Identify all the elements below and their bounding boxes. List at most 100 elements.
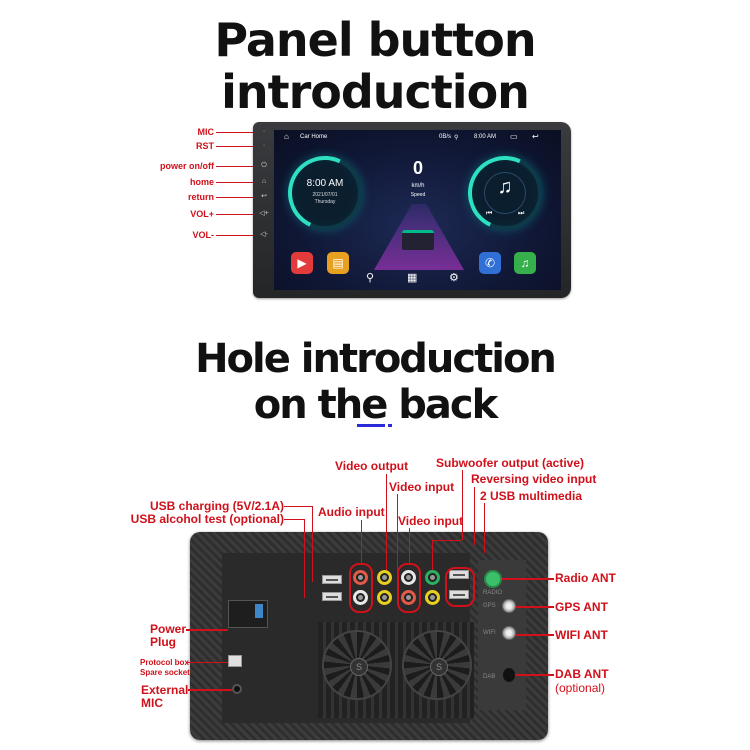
return-icon[interactable]: ↩ xyxy=(261,193,267,200)
label-usb-multimedia: 2 USB multimedia xyxy=(480,489,583,503)
label-gps-ant: GPS ANT xyxy=(555,600,608,614)
power-icon[interactable]: ⏻ xyxy=(261,162,267,169)
gps-antenna-jack[interactable] xyxy=(502,599,516,613)
usb-alcohol-port[interactable] xyxy=(322,592,342,601)
home-icon[interactable]: ⌂ xyxy=(261,178,267,185)
radio-app-icon[interactable]: ▤ xyxy=(327,252,349,274)
label-video-output: Video output xyxy=(335,459,409,473)
net-speed: 0B/s xyxy=(439,134,452,140)
back-icon[interactable]: ↩ xyxy=(532,132,539,141)
clock-gauge[interactable]: 8:00 AM 2021/07/01 Thursday xyxy=(288,156,362,230)
video-input-highlight xyxy=(397,563,421,613)
dab-antenna-hole[interactable] xyxy=(503,668,515,682)
label-mic: MIC xyxy=(197,127,215,137)
label-reversing: Reversing video input xyxy=(471,472,597,486)
clock-time: 8:00 AM xyxy=(306,178,344,189)
heading-underline xyxy=(357,424,385,427)
audio-input-left-jack[interactable] xyxy=(353,590,368,605)
leader-line-vol-up xyxy=(216,214,258,215)
leader-usb-alcohol-v xyxy=(304,519,305,598)
leader-usb-multimedia xyxy=(484,503,485,553)
audio-input-right-jack[interactable] xyxy=(353,570,368,585)
wifi-antenna-jack[interactable] xyxy=(502,626,516,640)
speed-value: 0 xyxy=(412,158,423,178)
label-ext-mic-2: MIC xyxy=(141,696,163,710)
cooling-fan-left: S xyxy=(322,630,392,700)
leader-radio-ant xyxy=(502,578,554,580)
next-track-icon[interactable]: ⏭ xyxy=(518,210,525,217)
label-protocol-2: Spare socket xyxy=(140,668,190,677)
usb-charging-port[interactable] xyxy=(322,575,342,584)
external-mic-jack[interactable] xyxy=(232,684,242,694)
fan-hub-left: S xyxy=(350,658,368,676)
leader-subwoofer-h xyxy=(432,540,462,541)
mic-hole: · xyxy=(262,128,266,135)
phone-app-icon[interactable]: ✆ xyxy=(479,252,501,274)
radio-antenna-jack[interactable] xyxy=(484,570,502,588)
heading-underline-dot xyxy=(388,424,392,427)
leader-power-plug xyxy=(186,629,228,631)
navigation-icon[interactable]: ⚲ xyxy=(366,272,375,284)
location-icon: ⚲ xyxy=(454,135,459,141)
music-gauge[interactable]: ♫ ⏮ ⏭ xyxy=(468,156,542,230)
reset-button[interactable]: · xyxy=(262,142,266,149)
label-home: home xyxy=(189,177,214,187)
video-app-icon[interactable]: ▶ xyxy=(291,252,313,274)
label-protocol-1: Protocol box xyxy=(140,658,189,667)
label-video-input-2: Video input xyxy=(398,514,464,528)
leader-audio-input xyxy=(361,520,362,563)
leader-protocol xyxy=(186,662,228,663)
label-subwoofer: Subwoofer output (active) xyxy=(436,456,584,470)
silk-radio: RADIO xyxy=(483,590,503,596)
video-input-jack-1[interactable] xyxy=(377,590,392,605)
status-bar: ⌂ Car Home 0B/s ⚲ 8:00 AM ▭ ↩ xyxy=(274,130,561,146)
settings-icon[interactable]: ⚙ xyxy=(449,272,459,284)
usb-multimedia-port-2[interactable] xyxy=(449,590,469,599)
head-unit-screen: ⌂ Car Home 0B/s ⚲ 8:00 AM ▭ ↩ 8:00 AM 20… xyxy=(274,130,561,290)
back-heading-line1: Hole introduction xyxy=(195,336,557,382)
label-wifi-ant: WIFI ANT xyxy=(555,628,608,642)
status-time: 8:00 AM xyxy=(474,134,497,140)
clock-date: 2021/07/01 xyxy=(312,192,338,198)
label-video-input-1: Video input xyxy=(389,480,455,494)
prev-track-icon[interactable]: ⏮ xyxy=(486,210,493,217)
silk-wifi: WIFI xyxy=(483,630,496,636)
silk-gps: GPS xyxy=(483,603,496,609)
leader-video-output xyxy=(386,474,387,570)
audio-out-left-jack[interactable] xyxy=(401,570,416,585)
back-heading-line2: on the back xyxy=(253,382,498,428)
window-icon[interactable]: ▭ xyxy=(510,132,518,141)
label-rst: RST xyxy=(196,141,214,151)
panel-heading-line1: Panel button xyxy=(214,13,536,67)
protocol-box-socket[interactable] xyxy=(228,655,242,667)
volume-down-icon[interactable]: ◁- xyxy=(260,231,268,238)
apps-grid-icon[interactable]: ▦ xyxy=(407,272,418,284)
back-heading: Hole introduction on the back xyxy=(0,336,750,428)
audio-out-right-jack[interactable] xyxy=(401,590,416,605)
label-power-plug-2: Plug xyxy=(150,635,176,649)
subwoofer-output-jack[interactable] xyxy=(425,570,440,585)
home-outline-icon[interactable]: ⌂ xyxy=(284,132,289,141)
label-dab-ant: DAB ANT xyxy=(555,667,609,681)
music-gauge-inner xyxy=(484,172,526,214)
car-graphic xyxy=(402,230,434,250)
label-audio-input: Audio input xyxy=(318,505,385,519)
leader-gps-ant xyxy=(516,606,554,608)
usb-multimedia-highlight xyxy=(445,567,475,607)
leader-usb-charging-v xyxy=(312,506,313,582)
fan-hub-right: S xyxy=(430,658,448,676)
label-radio-ant: Radio ANT xyxy=(555,571,616,585)
silk-dab: DAB xyxy=(483,674,496,680)
leader-subwoofer-v xyxy=(462,470,463,540)
leader-video-input-1 xyxy=(397,494,398,597)
leader-line-power xyxy=(216,166,258,167)
label-vol-up: VOL+ xyxy=(190,209,214,219)
leader-line-return xyxy=(216,197,258,198)
leader-subwoofer-v2 xyxy=(432,540,433,570)
reversing-video-jack[interactable] xyxy=(425,590,440,605)
volume-up-icon[interactable]: ◁+ xyxy=(259,210,269,217)
leader-line-rst xyxy=(216,146,258,147)
video-output-jack[interactable] xyxy=(377,570,392,585)
leader-dab-ant xyxy=(515,674,554,676)
music-app-icon[interactable]: ♫ xyxy=(514,252,536,274)
